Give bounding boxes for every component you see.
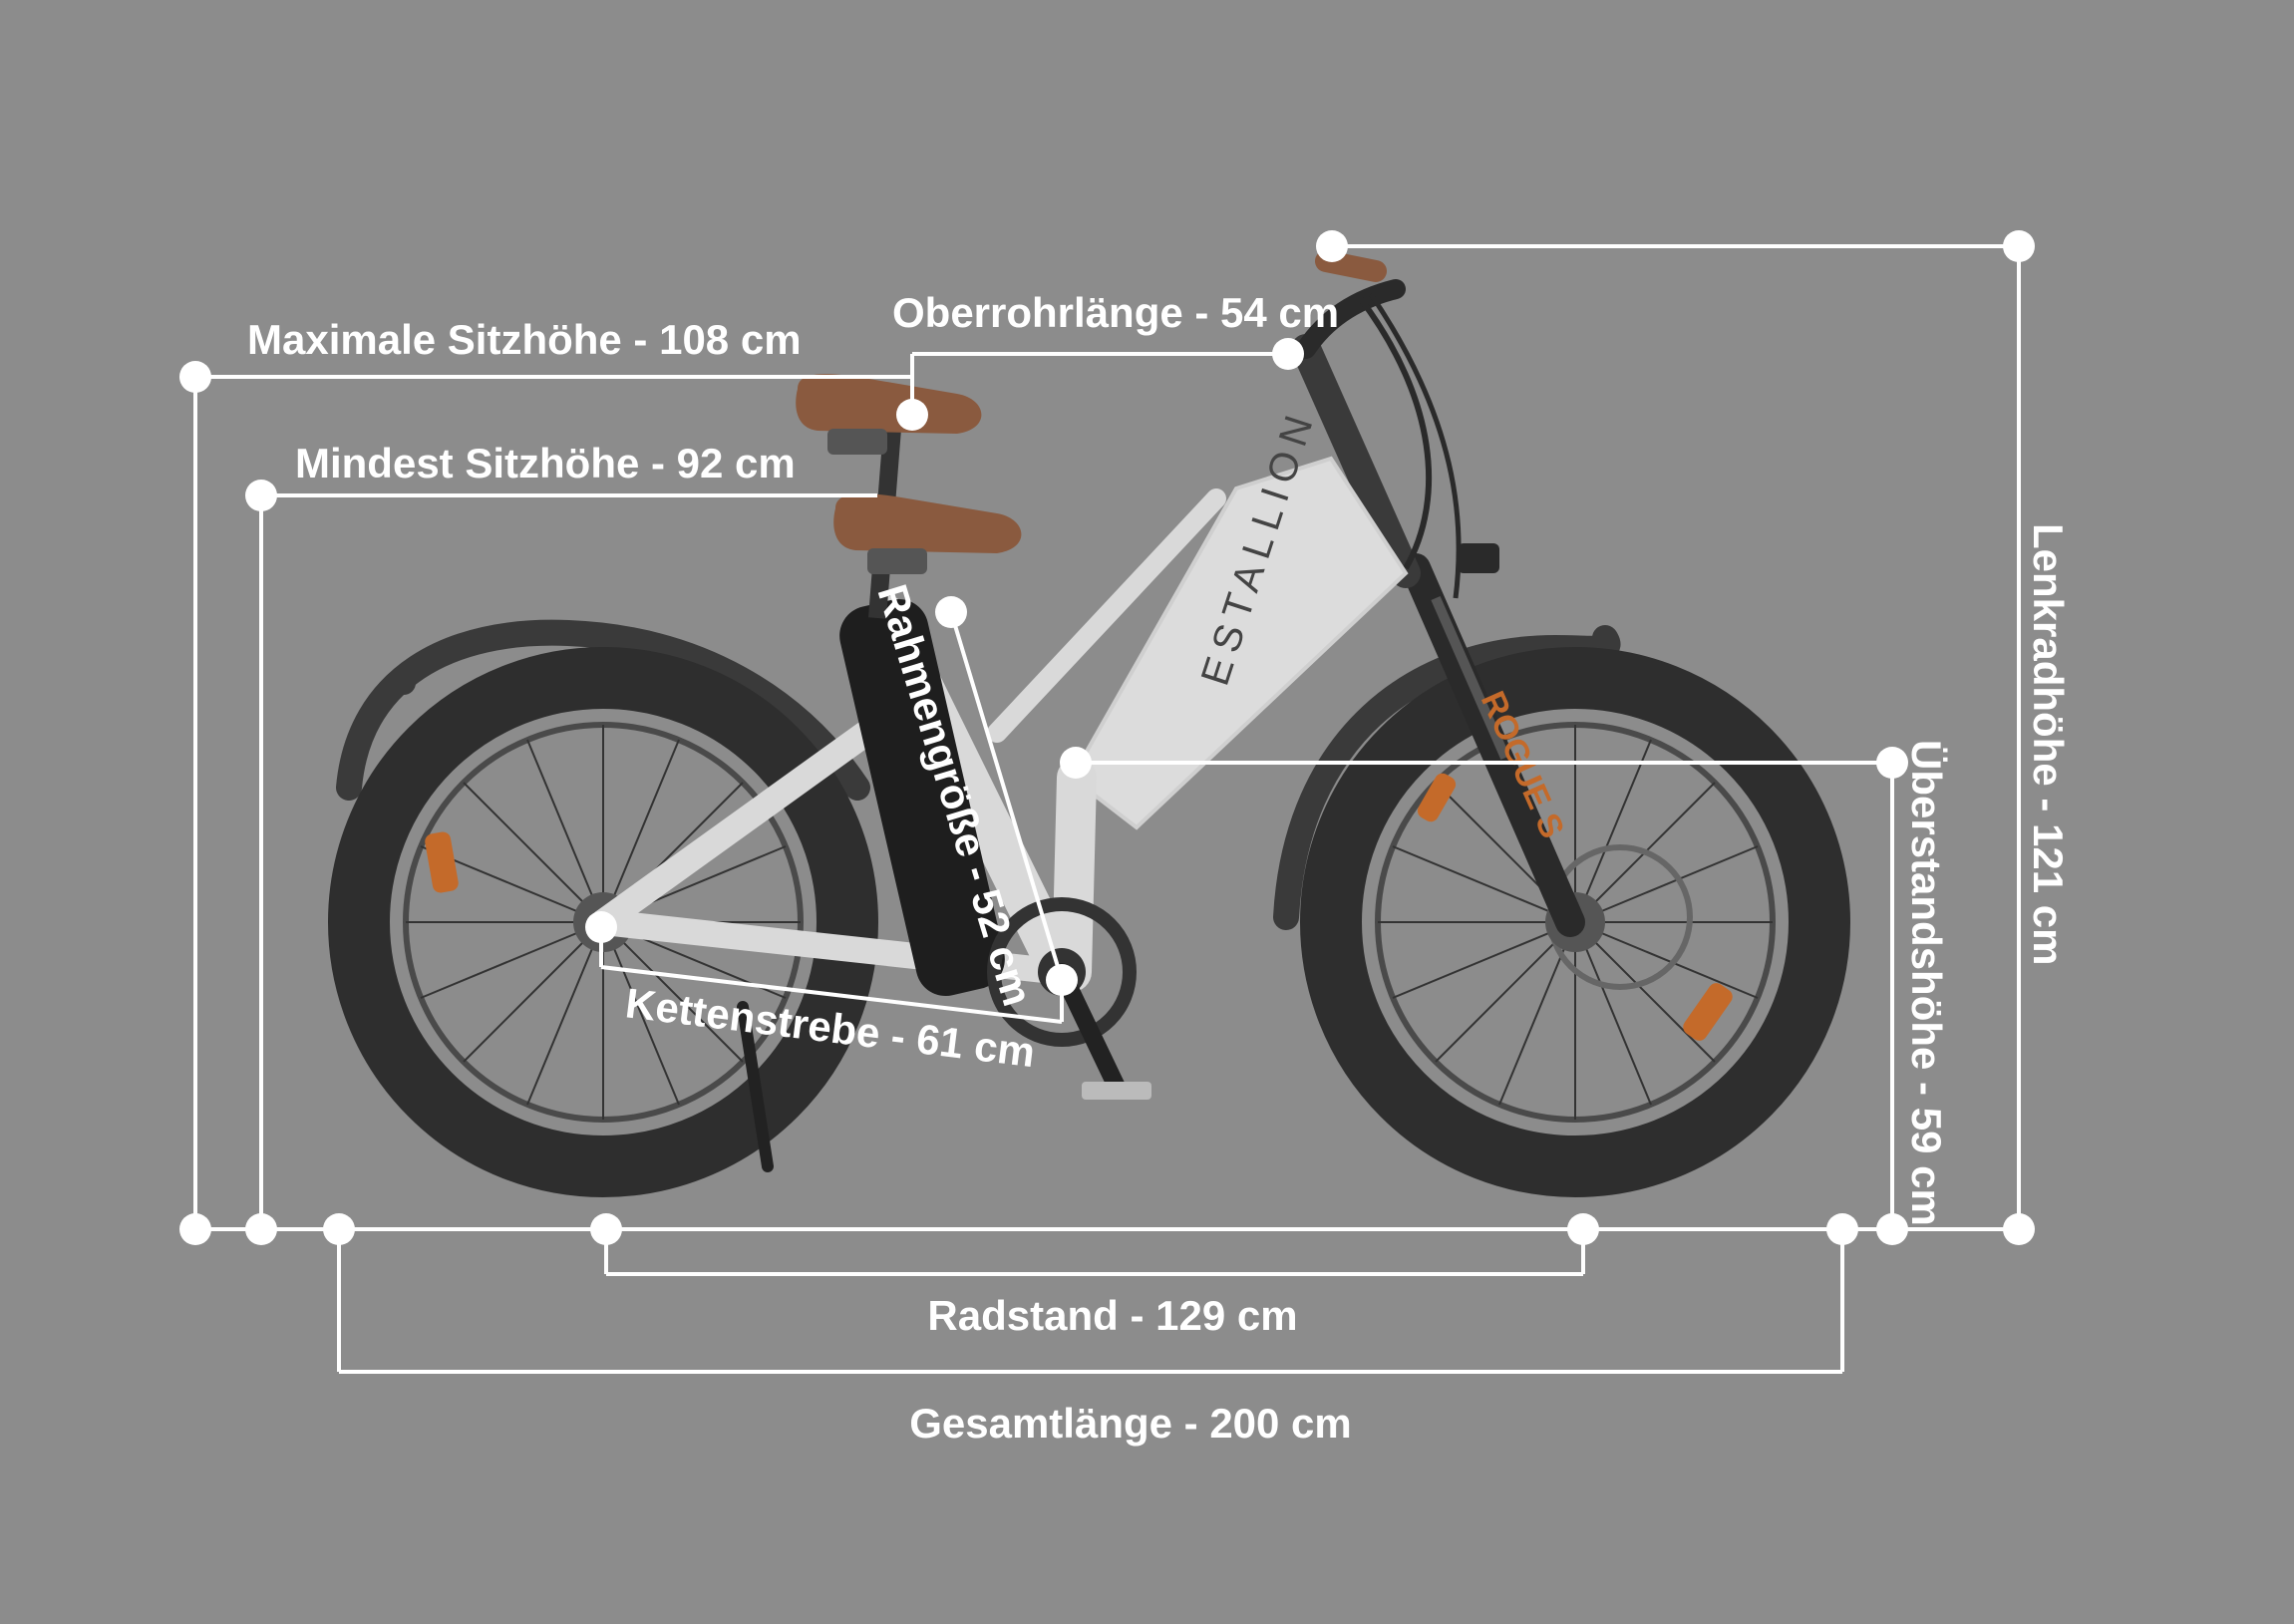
ground-markers bbox=[179, 1213, 2035, 1245]
saddle-high bbox=[796, 374, 982, 455]
handlebar-height-dimension bbox=[1316, 230, 2035, 1229]
standover-height-dimension bbox=[1060, 747, 1908, 1229]
min-seat-height-dimension bbox=[245, 480, 877, 1229]
wheelbase-dimension bbox=[604, 1229, 1585, 1276]
chainstay-dimension bbox=[585, 911, 1064, 1024]
handlebar-height-label: Lenkradhöhe - 121 cm bbox=[2025, 523, 2072, 965]
top-tube-length-dimension bbox=[910, 338, 1304, 415]
wheelbase-label: Radstand - 129 cm bbox=[927, 1292, 1297, 1339]
battery bbox=[839, 598, 1005, 997]
kickstand bbox=[737, 1001, 774, 1172]
handlebar bbox=[1291, 250, 1462, 599]
rear-fender bbox=[336, 619, 870, 801]
max-seat-height-label: Maximale Sitzhöhe - 108 cm bbox=[247, 316, 802, 363]
headlight bbox=[1458, 543, 1499, 573]
top-tube-length-label: Oberrohrlänge - 54 cm bbox=[892, 289, 1339, 336]
saddle-low bbox=[833, 493, 1022, 574]
total-length-dimension bbox=[337, 1229, 1844, 1374]
min-seat-height-label: Mindest Sitzhöhe - 92 cm bbox=[295, 440, 796, 487]
standover-height-label: Überstandshöhe - 59 cm bbox=[1903, 740, 1950, 1226]
bike-illustration: ROGUE S ESTALLION bbox=[328, 250, 1850, 1197]
total-length-label: Gesamtlänge - 200 cm bbox=[909, 1400, 1352, 1447]
front-wheel bbox=[1300, 647, 1850, 1197]
dimension-lines bbox=[179, 230, 2035, 1374]
rear-light bbox=[392, 671, 416, 695]
